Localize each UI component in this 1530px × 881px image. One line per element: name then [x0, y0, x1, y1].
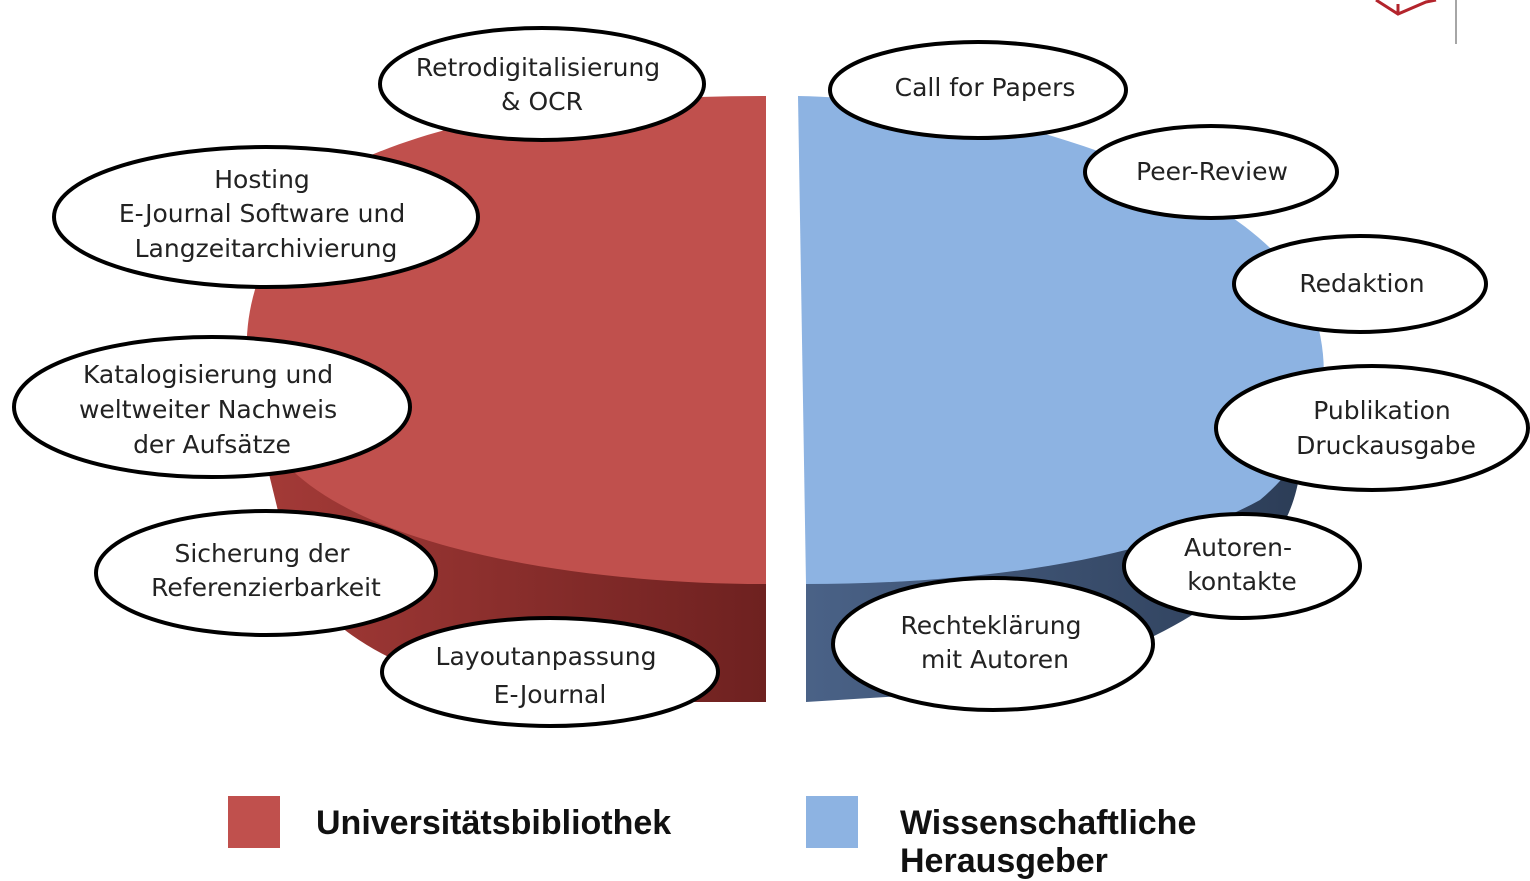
- svg-text:Retrodigitalisierung &: Retrodigitalisierung & OCR: [416, 53, 668, 116]
- bubble-publikation: Publikation Druckausgabe: [1214, 364, 1530, 492]
- svg-text:Layoutanpassung E-Jour: Layoutanpassung E-Journal: [436, 642, 665, 709]
- svg-text:Rechteklärung mit Auto: Rechteklärung mit Autoren: [901, 611, 1090, 674]
- bubble-line: Druckausgabe: [1296, 431, 1476, 460]
- bubble-redaktion: Redaktion: [1232, 234, 1488, 334]
- bubble-line: Autoren-: [1184, 533, 1292, 562]
- legend-swatch-blue: [806, 796, 858, 848]
- bubble-autorenkontakte: Autoren- kontakte: [1122, 512, 1362, 620]
- bubble-line: mit Autoren: [921, 645, 1069, 674]
- legend-item-wissenschaftliche-herausgeber: Wissenschaftliche Herausgeber: [806, 796, 1260, 880]
- svg-text:Peer-Review: Peer-Review: [1136, 157, 1288, 186]
- svg-text:Sicherung der Referenz: Sicherung der Referenzierbarkeit: [151, 539, 381, 602]
- bubble-line: kontakte: [1187, 567, 1297, 596]
- bubble-layoutanpassung: Layoutanpassung E-Journal: [380, 616, 720, 728]
- bubble-peer-review: Peer-Review: [1083, 124, 1339, 220]
- svg-text:Publikation Druckausga: Publikation Druckausgabe: [1296, 396, 1476, 460]
- svg-text:Katalogisierung und we: Katalogisierung und weltweiter Nachweis …: [79, 360, 345, 459]
- legend-label: Wissenschaftliche Herausgeber: [900, 804, 1197, 880]
- bubble-line: E-Journal Software und: [119, 199, 405, 228]
- bubble-line: Katalogisierung und: [83, 360, 333, 389]
- bubble-line: Langzeitarchivierung: [135, 234, 398, 263]
- bubble-call-for-papers: Call for Papers: [828, 40, 1128, 140]
- bubble-sicherung: Sicherung der Referenzierbarkeit: [94, 509, 438, 637]
- bubble-line: Call for Papers: [895, 73, 1076, 102]
- bubble-katalogisierung: Katalogisierung und weltweiter Nachweis …: [12, 335, 412, 479]
- bubble-line: & OCR: [501, 87, 583, 116]
- bubble-line: Referenzierbarkeit: [151, 573, 381, 602]
- bubble-line: Redaktion: [1299, 269, 1424, 298]
- bubble-line: Publikation: [1313, 396, 1451, 425]
- bubble-line: weltweiter Nachweis: [79, 395, 337, 424]
- svg-text:Call for Papers: Call for Papers: [895, 73, 1076, 102]
- bubble-line: E-Journal: [494, 680, 607, 709]
- bubble-line: Sicherung der: [174, 539, 350, 568]
- institution-logo-icon: [1370, 0, 1530, 60]
- bubble-line: Retrodigitalisierung: [416, 53, 660, 82]
- bubble-retrodigitalisierung: Retrodigitalisierung & OCR: [378, 26, 706, 142]
- svg-text:Autoren- kontakte: Autoren- kontakte: [1184, 533, 1300, 596]
- bubble-line: Hosting: [214, 165, 310, 194]
- bubble-line: Layoutanpassung: [436, 642, 657, 671]
- bubble-rechteklaerung: Rechteklärung mit Autoren: [831, 576, 1155, 712]
- legend-label: Universitätsbibliothek: [316, 804, 672, 842]
- bubble-line: Rechteklärung: [901, 611, 1082, 640]
- legend-item-universitaetsbibliothek: Universitätsbibliothek: [228, 796, 671, 848]
- bubble-layer: Retrodigitalisierung & OCR Hosting E-Jou…: [12, 26, 1530, 728]
- legend-swatch-red: [228, 796, 280, 848]
- svg-text:Redaktion: Redaktion: [1299, 269, 1424, 298]
- bubble-line: Peer-Review: [1136, 157, 1288, 186]
- bubble-line: der Aufsätze: [133, 430, 291, 459]
- svg-text:Hosting E-Journal Soft: Hosting E-Journal Software und Langzeita…: [119, 165, 413, 263]
- bubble-hosting: Hosting E-Journal Software und Langzeita…: [52, 145, 480, 289]
